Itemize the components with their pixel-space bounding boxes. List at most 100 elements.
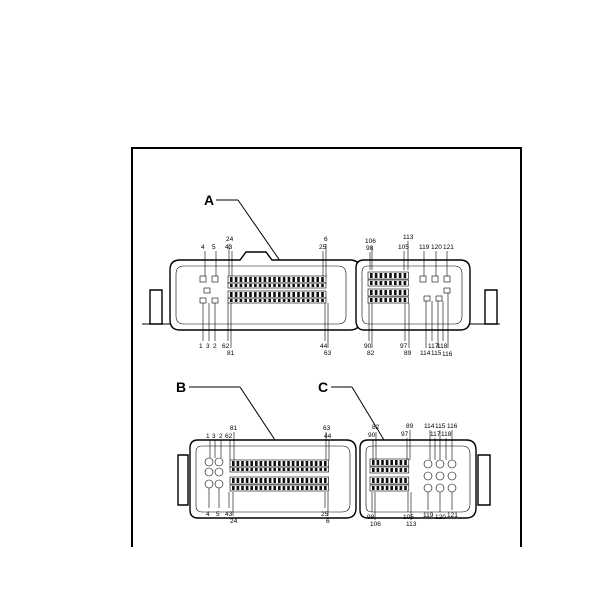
c-row2-frame: [369, 466, 410, 474]
a-left-row2-pin: [278, 284, 281, 287]
pin-label: 113: [403, 234, 414, 241]
callout-c-label: C: [318, 379, 328, 395]
connector-b-housing: [189, 439, 357, 519]
b-row4-pin: [268, 486, 272, 490]
b-row3-pin: [259, 478, 263, 483]
b-row4-pin: [236, 486, 240, 490]
b-row1-pin: [319, 461, 322, 466]
c-row2-pin: [399, 468, 403, 472]
b-row3-pin: [310, 478, 313, 483]
pin-label: 89: [404, 350, 412, 357]
a-left-row1-pin: [287, 277, 291, 282]
b-row4-frame: [229, 484, 329, 492]
b-row4-pin: [287, 486, 290, 490]
a-right-row4-pin: [370, 298, 373, 302]
pin-square: [431, 275, 439, 283]
a-right-row2-pin: [398, 281, 402, 285]
c-row4-pin: [376, 486, 380, 490]
b-row1-pin: [241, 461, 244, 466]
a-left-row3-pin: [258, 292, 262, 297]
a-right-row3-pin: [384, 290, 387, 295]
b-row4-pin: [250, 486, 253, 490]
b-row3-pin: [241, 478, 244, 483]
a-left-row2-pin: [306, 284, 310, 287]
c-row1-pin: [390, 460, 393, 465]
connector-b-inner: [195, 445, 351, 513]
a-left-row2-pin: [273, 284, 276, 287]
pin-label: 105: [398, 244, 409, 251]
pin-label: 44: [324, 433, 332, 440]
a-left-row4-pin: [249, 299, 252, 302]
a-left-row1-pin: [234, 277, 238, 282]
a-left-row1-pin: [292, 277, 295, 282]
a-right-row3-pin: [374, 290, 378, 295]
a-left-row3-pin: [302, 292, 305, 297]
connector-b-pin-rows: [229, 459, 329, 492]
pin-label: 81: [230, 425, 238, 432]
a-left-row2-pin: [234, 284, 238, 287]
pin-label: 115: [435, 423, 446, 430]
c-row3-pin: [390, 478, 393, 483]
c-row3-pin: [372, 478, 375, 483]
pin-label: 119: [419, 244, 430, 251]
a-left-row3-pin: [292, 292, 295, 297]
a-left-row3-pin: [316, 292, 319, 297]
b-row4-pin: [241, 486, 244, 490]
b-row2-pin: [241, 468, 244, 471]
b-row1-pin: [236, 461, 240, 466]
c-row1-pin: [372, 460, 375, 465]
b-row1-pin: [324, 461, 327, 466]
pin-label: 63: [324, 350, 332, 357]
b-row4-pin: [278, 486, 281, 490]
a-right-row4-pin: [403, 298, 407, 302]
a-left-row3-pin: [239, 292, 243, 297]
a-right-row3-pin: [398, 290, 402, 295]
connector-c-housing: [359, 439, 477, 519]
b-row2-pin: [291, 468, 295, 471]
view-a-top-leaders: [204, 241, 448, 276]
b-row3-pin: [301, 478, 304, 483]
pin-square: [435, 295, 443, 302]
pin-label: 24: [226, 236, 234, 243]
pin-label: 5: [212, 244, 216, 251]
a-left-row3-pin: [278, 292, 281, 297]
c-row1-pin: [376, 460, 380, 465]
a-left-row4-pin: [234, 299, 238, 302]
b-row1-pin: [255, 461, 258, 466]
b-row1-pin: [282, 461, 286, 466]
b-row3-pin: [291, 478, 295, 483]
a-left-row1-pin: [302, 277, 305, 282]
pin-label: 89: [406, 423, 414, 430]
a-right-row4-frame: [367, 296, 409, 304]
pin-label: 5: [216, 511, 220, 518]
b-row2-pin: [259, 468, 263, 471]
b-row3-pin: [324, 478, 327, 483]
a-right-row1-pin: [384, 273, 387, 278]
b-row2-pin: [305, 468, 309, 471]
connector-a-left-inner: [175, 265, 347, 325]
b-row1-pin: [291, 461, 295, 466]
b-row2-pin: [236, 468, 240, 471]
c-row1-pin: [404, 460, 407, 465]
pin-label: 97: [400, 343, 408, 350]
c-row1-pin: [381, 460, 384, 465]
a-left-row2-pin: [282, 284, 286, 287]
a-left-row3-pin: [311, 292, 315, 297]
b-row4-pin: [291, 486, 295, 490]
a-right-row4-pin: [398, 298, 402, 302]
a-right-row2-pin: [394, 281, 397, 285]
a-left-row4-pin: [316, 299, 319, 302]
view-c-bottom-labels: 98 106 105 113 119 120 121: [367, 512, 458, 528]
a-right-row3-pin: [379, 290, 383, 295]
a-left-row1-pin: [273, 277, 276, 282]
a-left-row1-pin: [321, 277, 324, 282]
b-row3-frame: [229, 476, 329, 485]
a-left-row2-frame: [227, 282, 327, 289]
view-c-top-labels: 82 90 89 97 114 115 116 117 118: [368, 423, 458, 439]
b-row2-pin: [319, 468, 322, 471]
connector-a-right-pin-rows: [367, 271, 409, 304]
b-row1-pin: [232, 461, 235, 466]
a-left-row4-pin: [292, 299, 295, 302]
b-row1-pin: [250, 461, 253, 466]
